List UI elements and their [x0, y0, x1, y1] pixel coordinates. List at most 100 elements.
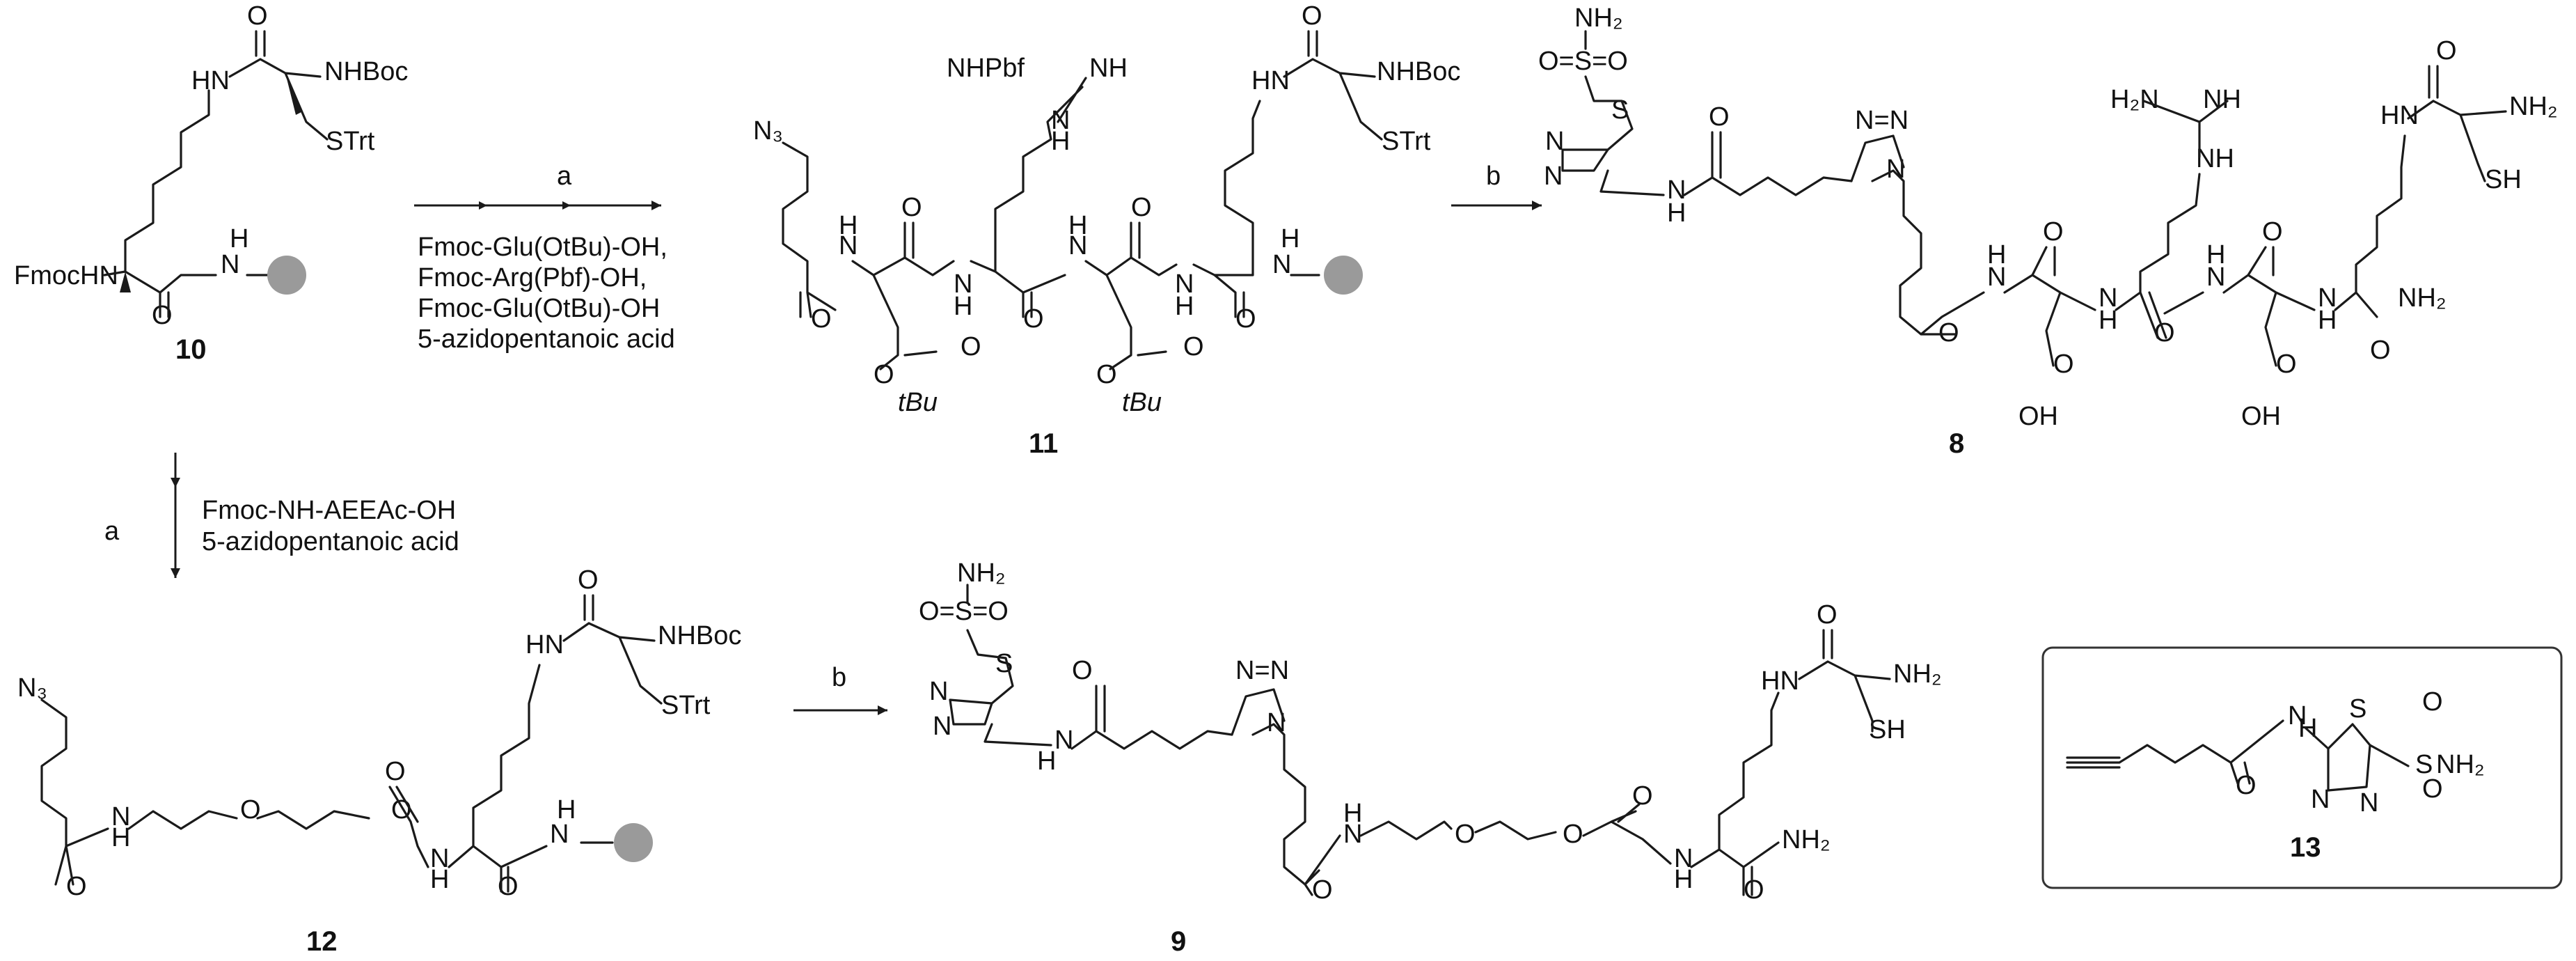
atom-label: O	[1235, 304, 1256, 334]
step-b-top: b	[1451, 162, 1542, 210]
atom-label: N	[2311, 785, 2330, 814]
atom-label: NH	[1089, 54, 1128, 83]
atom-label: H	[954, 292, 972, 321]
atom-label: N	[839, 231, 858, 260]
atom-label: H₂N	[2110, 85, 2159, 114]
atom-label: H	[430, 865, 449, 894]
reagent-line: 5-azidopentanoic acid	[202, 527, 459, 556]
compound-8-structure: NH₂ O=S=O S N N N H O N=N N H₂N NH NH O …	[1538, 3, 2558, 459]
atom-label: H	[1987, 240, 2006, 269]
atom-label: N₃	[17, 673, 47, 703]
atom-label: STrt	[326, 127, 375, 156]
atom-label: tBu	[898, 388, 938, 417]
atom-label: H	[1051, 127, 1070, 156]
compound-10-structure: O NHBoc HN STrt H N FmocHN O 10	[14, 1, 408, 365]
step-b-bottom: b	[793, 663, 887, 715]
atom-label: H	[839, 211, 858, 240]
atom-label: N	[1051, 106, 1070, 135]
atom-label: O	[2053, 350, 2074, 379]
compound-12-structure: O NHBoc HN STrt N₃ O O H N O N H N H O O…	[17, 565, 741, 957]
atom-label: STrt	[1382, 127, 1431, 156]
atom-label: O	[874, 360, 894, 389]
reagent-line: Fmoc-Glu(OtBu)-OH	[418, 294, 660, 323]
resin-bead-icon	[614, 823, 653, 862]
atom-label: O	[901, 193, 922, 222]
atom-label: O	[1183, 332, 1204, 361]
atom-label: tBu	[1122, 388, 1162, 417]
reagent-line: Fmoc-Arg(Pbf)-OH,	[418, 263, 647, 292]
atom-label: O	[2422, 687, 2443, 717]
compound-label: 11	[1029, 428, 1058, 459]
atom-label: O	[1312, 875, 1333, 905]
atom-label: H	[1667, 198, 1686, 228]
atom-label: H	[1068, 211, 1087, 240]
atom-label: N	[2360, 788, 2378, 818]
atom-label: O	[2370, 336, 2391, 365]
atom-label: S	[2415, 750, 2433, 779]
atom-label: N	[1674, 844, 1693, 873]
atom-label: H	[1281, 224, 1299, 253]
atom-label: O	[2043, 217, 2064, 247]
atom-label: NH	[2196, 144, 2234, 173]
atom-label: N	[2318, 283, 2337, 313]
atom-label: N	[2099, 283, 2117, 313]
atom-label: OH	[2241, 402, 2281, 431]
atom-label: H	[230, 224, 248, 253]
atom-label: O	[811, 304, 832, 334]
atom-label: HN	[1251, 66, 1290, 95]
atom-label: N	[1545, 127, 1564, 156]
atom-label: O	[247, 1, 268, 31]
atom-label: N	[1054, 726, 1073, 755]
atom-label: H	[1037, 747, 1056, 776]
atom-label: O	[1302, 1, 1322, 31]
atom-label: STrt	[661, 691, 711, 720]
compound-label: 13	[2290, 832, 2321, 863]
atom-label: N	[1175, 269, 1194, 299]
atom-label: SH	[2485, 165, 2522, 194]
step-letter: a	[557, 162, 572, 191]
atom-label: N	[954, 269, 972, 299]
atom-label: O	[1455, 820, 1476, 849]
atom-label: H	[557, 795, 576, 825]
atom-label: N	[111, 802, 130, 831]
atom-label: N	[1544, 162, 1563, 191]
atom-label: HN	[526, 630, 564, 659]
atom-label: N	[2288, 701, 2307, 730]
atom-label: O	[1072, 656, 1093, 685]
atom-label: H	[2099, 306, 2117, 335]
atom-label: N	[221, 250, 239, 279]
atom-label: NH	[2203, 85, 2241, 114]
atom-label: N=N	[1855, 106, 1909, 135]
atom-label: N	[1987, 263, 2006, 292]
resin-bead-icon	[267, 256, 306, 295]
atom-label: O	[961, 332, 981, 361]
atom-label: NHBoc	[324, 57, 408, 86]
atom-label: SH	[1869, 715, 1906, 744]
atom-label: NHBoc	[658, 621, 741, 650]
atom-label: H	[1343, 799, 1362, 828]
atom-label: H	[1175, 292, 1194, 321]
atom-label: N	[2206, 263, 2225, 292]
atom-label: N	[1068, 231, 1087, 260]
atom-label: H	[111, 823, 130, 852]
atom-label: N	[430, 844, 449, 873]
atom-label: O	[1744, 875, 1764, 905]
atom-label: O	[1023, 304, 1044, 334]
atom-label: N	[929, 677, 948, 706]
resin-bead-icon	[1324, 256, 1363, 295]
atom-label: N	[1343, 820, 1362, 849]
atom-label: O	[2236, 771, 2257, 800]
atom-label: O=S=O	[919, 597, 1009, 626]
compound-label: 10	[175, 334, 207, 365]
step-letter: a	[104, 517, 120, 546]
atom-label: NH₂	[2509, 92, 2558, 121]
step-letter: b	[832, 663, 846, 692]
atom-label: HN	[1761, 666, 1799, 696]
reagent-line: Fmoc-Glu(OtBu)-OH,	[418, 233, 667, 262]
atom-label: NH₂	[2398, 283, 2447, 313]
step-a-down: a Fmoc-NH-AEEAc-OH 5-azidopentanoic acid	[104, 453, 459, 578]
atom-label: O	[1817, 600, 1838, 630]
compound-9-structure: NH₂ O=S=O S N N N H O N=N N O NH₂ HN SH …	[919, 558, 1942, 957]
atom-label: O	[1096, 360, 1117, 389]
